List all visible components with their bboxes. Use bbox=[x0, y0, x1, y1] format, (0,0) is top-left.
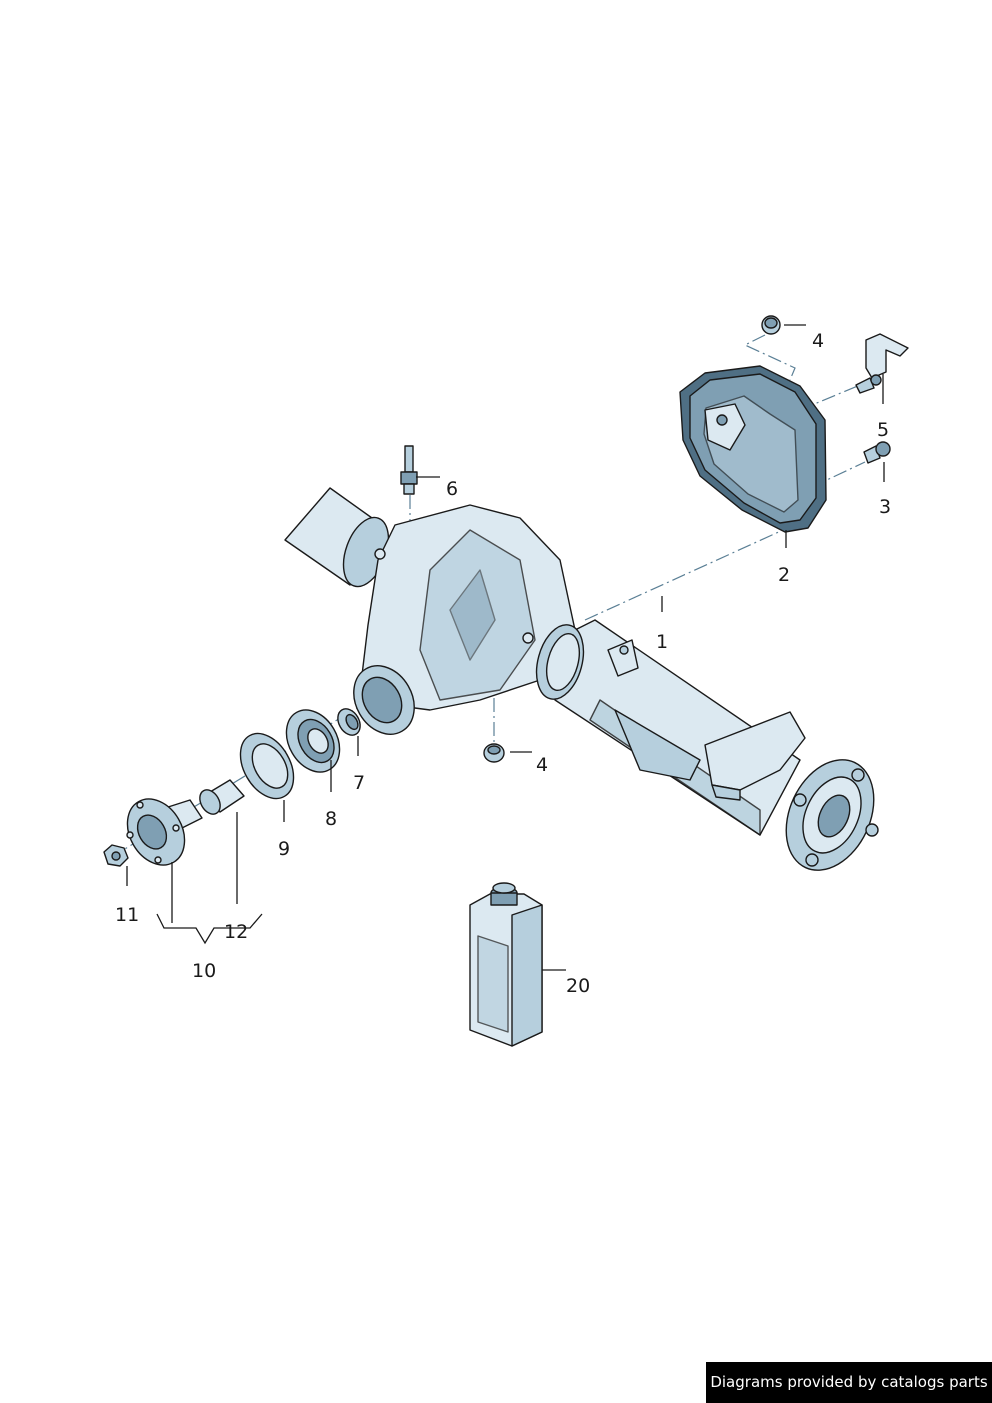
callout-11: 11 bbox=[115, 904, 139, 926]
part-3-bolt bbox=[863, 441, 891, 464]
callout-9: 9 bbox=[278, 838, 290, 860]
leader-lines bbox=[126, 324, 885, 971]
part-9-seal bbox=[239, 732, 295, 800]
part-10-flange bbox=[126, 798, 203, 866]
credit-banner: Diagrams provided by catalogs parts bbox=[706, 1362, 992, 1403]
part-8-bearing bbox=[285, 709, 341, 773]
part-6-vent-valve bbox=[400, 445, 418, 495]
part-5-bracket bbox=[855, 333, 909, 394]
callout-4-bottom: 4 bbox=[536, 754, 548, 776]
part-12-spacer bbox=[199, 779, 245, 815]
callout-2: 2 bbox=[778, 564, 790, 586]
callout-10: 10 bbox=[192, 960, 216, 982]
part-7-ring bbox=[337, 708, 361, 736]
callout-20: 20 bbox=[566, 975, 590, 997]
callout-8: 8 bbox=[325, 808, 337, 830]
part-4-plug-top bbox=[761, 315, 781, 335]
callout-5: 5 bbox=[877, 419, 889, 441]
callout-7: 7 bbox=[353, 772, 365, 794]
part-4-plug-bottom bbox=[483, 743, 505, 763]
part-11-nut bbox=[103, 844, 129, 867]
part-2-cover bbox=[679, 365, 827, 533]
part-20-oil-bottle bbox=[469, 882, 543, 1047]
callout-6: 6 bbox=[446, 478, 458, 500]
callout-12: 12 bbox=[224, 921, 248, 943]
axle-housing bbox=[284, 487, 879, 871]
callout-4-top: 4 bbox=[812, 330, 824, 352]
callout-labels: 1 2 3 4 4 5 6 7 8 9 10 11 12 20 bbox=[115, 330, 891, 997]
callout-1: 1 bbox=[656, 631, 668, 653]
callout-3: 3 bbox=[879, 496, 891, 518]
part-1-gasket bbox=[556, 444, 690, 602]
